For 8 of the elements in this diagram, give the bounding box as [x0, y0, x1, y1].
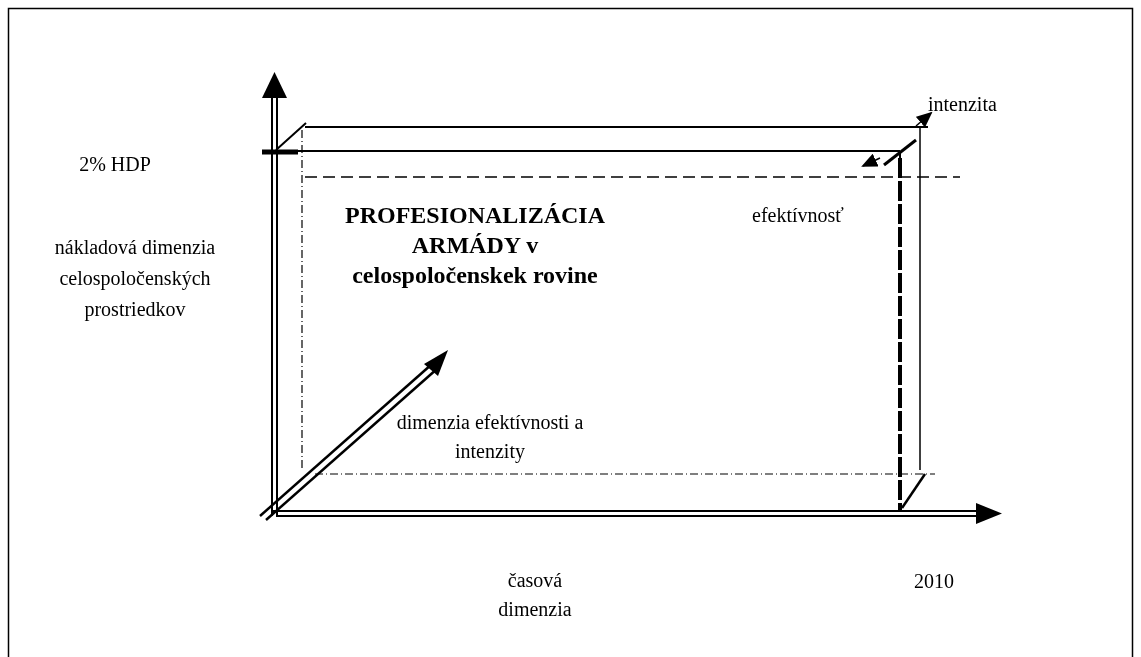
- axis-label: 2010: [914, 569, 955, 594]
- axis-label: časová dimenzia: [497, 568, 573, 622]
- axis-label: dimenzia efektívnosti a intenzity: [395, 410, 585, 465]
- axis-label: 2% HDP: [78, 152, 152, 177]
- diagram-title: PROFESIONALIZÁCIA ARMÁDY v celospoločenskek rovine: [343, 201, 606, 290]
- axis-label: intenzita: [928, 92, 998, 117]
- axis-label: nákladová dimenzia celospoločenských prostriedkov: [53, 235, 217, 323]
- axis-label: efektívnosť: [752, 203, 845, 228]
